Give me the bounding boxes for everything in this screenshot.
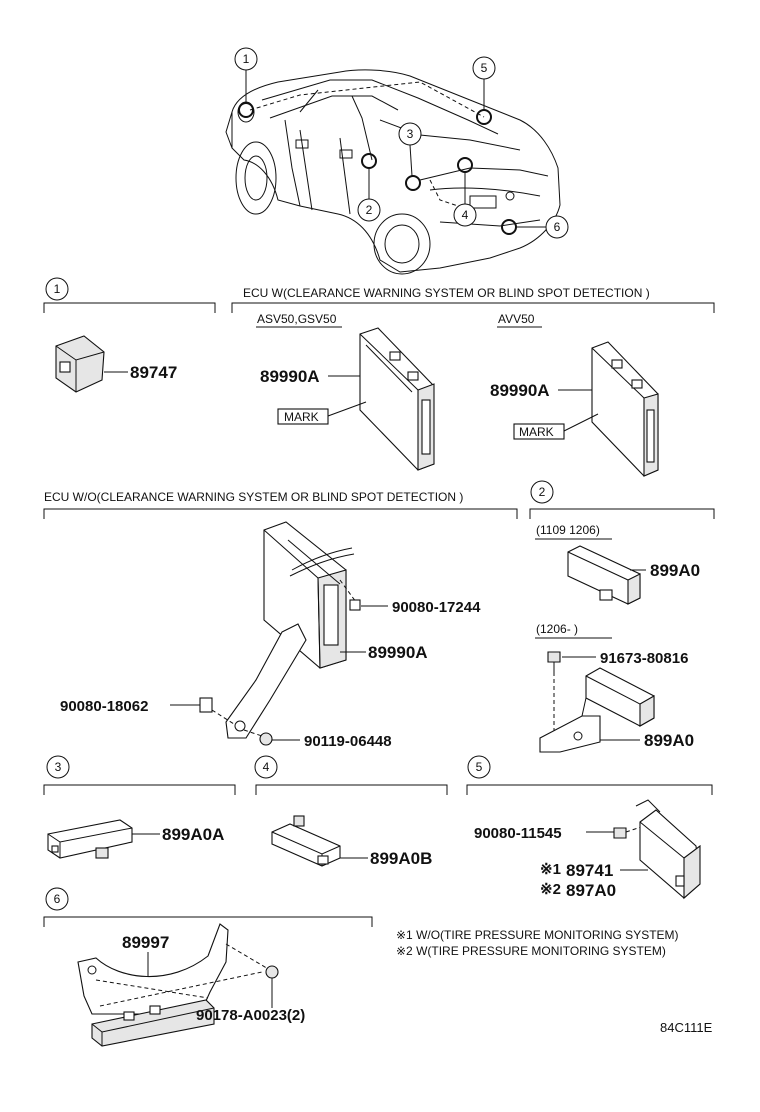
part-899A0-b-drawing	[539, 667, 655, 753]
ecu-with-left-model: ASV50,GSV50	[257, 312, 337, 326]
callout-circle-6	[545, 215, 569, 239]
bolt-17244-drawing	[349, 599, 361, 611]
section-1: 1 89747	[43, 277, 216, 393]
ecu-with-left-part[interactable]: 89990A	[260, 367, 320, 386]
section-number-2: 2	[539, 485, 546, 499]
ecu-without-header: ECU W/O(CLEARANCE WARNING SYSTEM OR BLIN…	[44, 490, 463, 504]
ecu-without-drawing	[225, 521, 355, 739]
section-number-circle-4	[254, 755, 278, 779]
callout-circle-1	[234, 47, 258, 71]
s5-mark-2: ※2	[540, 881, 561, 898]
callout-circle-2	[357, 198, 381, 222]
s2-date-a: (1109 1206)	[536, 523, 600, 537]
section-bracket-6	[43, 916, 373, 927]
callout-number-6: 6	[554, 220, 561, 234]
section-number-4: 4	[263, 760, 270, 774]
section-number-5: 5	[476, 760, 483, 774]
callout-number-4: 4	[462, 208, 469, 222]
s5-bolt[interactable]: 90080-11545	[474, 825, 562, 842]
section-number-circle-5	[467, 755, 491, 779]
section-4: 4 899A0B	[254, 755, 448, 868]
mark-label-left: MARK	[284, 410, 319, 424]
section-number-circle-6	[45, 887, 69, 911]
part-89741-drawing	[635, 799, 701, 900]
section-number-1: 1	[54, 282, 61, 296]
part-number-89747[interactable]: 89747	[130, 363, 177, 382]
mark-label-right: MARK	[519, 425, 554, 439]
section-number-circle-3	[46, 755, 70, 779]
s2-bolt[interactable]: 91673-80816	[600, 650, 688, 667]
s2-part-b[interactable]: 899A0	[644, 731, 694, 750]
callout-number-1: 1	[243, 52, 250, 66]
part-899A0B-drawing	[271, 815, 341, 867]
part-89997-drawing	[77, 923, 229, 1047]
callout-number-3: 3	[407, 127, 414, 141]
part-89747-drawing	[55, 335, 105, 393]
section-ecu-without: ECU W/O(CLEARANCE WARNING SYSTEM OR BLIN…	[43, 490, 518, 750]
s6-part[interactable]: 89997	[122, 933, 169, 952]
ecu-without-clip[interactable]: 90080-18062	[60, 698, 148, 715]
bolt-80816-drawing	[547, 651, 561, 663]
s4-part[interactable]: 899A0B	[370, 849, 432, 868]
section-3: 3 899A0A	[43, 755, 236, 859]
ecu-with-right-drawing	[591, 341, 659, 477]
section-bracket-5	[466, 784, 713, 795]
car-callouts: 1 2 3 4 5 6	[234, 47, 569, 239]
section-number-circle-2	[530, 480, 554, 504]
part-899A0-a-drawing	[567, 545, 641, 605]
section-number-3: 3	[55, 760, 62, 774]
section-bracket-4	[255, 784, 448, 795]
s2-part-a[interactable]: 899A0	[650, 561, 700, 580]
callout-number-5: 5	[481, 61, 488, 75]
section-bracket-1	[43, 302, 216, 313]
section-2: 2 (1109 1206) 899A0 (1206- ) 91673-80816	[529, 480, 715, 753]
section-6: 6 89997 90178-A0023(2)	[43, 887, 373, 1047]
bolt-11545-drawing	[613, 827, 627, 839]
footnote-2: ※2 W(TIRE PRESSURE MONITORING SYSTEM)	[396, 944, 666, 958]
nut-a0023-drawing	[265, 965, 279, 979]
mark-box-right	[513, 423, 565, 440]
ecu-with-right-part[interactable]: 89990A	[490, 381, 550, 400]
section-bracket-2	[529, 508, 715, 519]
ecu-without-bolt-a[interactable]: 90080-17244	[392, 599, 481, 616]
ecu-with-header: ECU W(CLEARANCE WARNING SYSTEM OR BLIND …	[243, 286, 650, 300]
footnotes: ※1 W/O(TIRE PRESSURE MONITORING SYSTEM) …	[396, 928, 679, 958]
section-number-circle-1	[45, 277, 69, 301]
ecu-with-left-drawing	[359, 327, 435, 471]
section-ecu-with: ECU W(CLEARANCE WARNING SYSTEM OR BLIND …	[231, 286, 715, 477]
s6-nut[interactable]: 90178-A0023(2)	[196, 1007, 305, 1024]
car-illustration	[225, 69, 561, 275]
section-5: 5 90080-11545 ※1 89741 ※2 897A0	[466, 755, 713, 900]
callout-circle-4	[453, 203, 477, 227]
bolt-06448-drawing	[259, 732, 273, 746]
s5-part-2[interactable]: 897A0	[566, 881, 616, 900]
callout-number-2: 2	[366, 203, 373, 217]
s5-mark-1: ※1	[540, 861, 561, 878]
ecu-with-bracket	[231, 302, 715, 313]
part-899A0A-drawing	[47, 819, 133, 859]
diagram-code: 84C111E	[660, 1020, 713, 1035]
s5-part-1[interactable]: 89741	[566, 861, 613, 880]
footnote-1: ※1 W/O(TIRE PRESSURE MONITORING SYSTEM)	[396, 928, 679, 942]
section-bracket-3	[43, 784, 236, 795]
ecu-without-bracket	[43, 508, 518, 519]
ecu-without-part[interactable]: 89990A	[368, 643, 428, 662]
ecu-with-right-model: AVV50	[498, 312, 535, 326]
ecu-without-bolt-b[interactable]: 90119-06448	[304, 733, 392, 750]
mark-box-left	[277, 408, 329, 425]
s3-part[interactable]: 899A0A	[162, 825, 224, 844]
clip-18062-drawing	[199, 697, 213, 713]
section-number-6: 6	[54, 892, 61, 906]
s2-date-b: (1206- )	[536, 622, 578, 636]
